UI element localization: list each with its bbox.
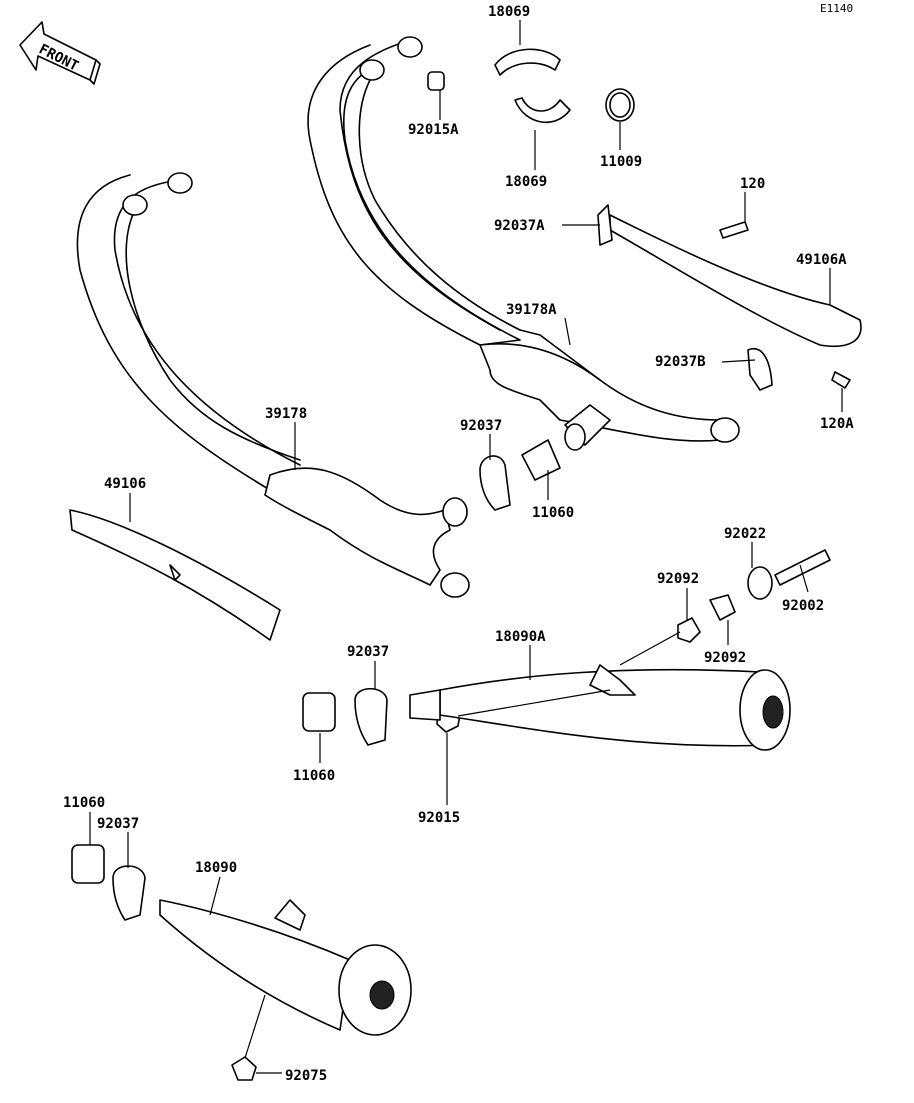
header-pipe-39178A	[307, 36, 740, 451]
part-label: 120	[740, 176, 765, 192]
header-pipe-39178	[76, 172, 470, 598]
cap-92075	[231, 1056, 257, 1081]
diagram-code: E1140	[820, 2, 853, 15]
clamp-92037	[479, 455, 511, 511]
clamp-92037-mid	[354, 687, 388, 746]
gasket-11060-mid	[302, 692, 336, 732]
part-label: 120A	[820, 416, 854, 432]
part-label: 92037A	[494, 218, 545, 234]
part-label: 92015	[418, 810, 460, 826]
part-label: 92037	[460, 418, 502, 434]
part-label: 11060	[532, 505, 574, 521]
damper-92092-b	[709, 594, 736, 621]
part-label: 18090	[195, 860, 237, 876]
gasket-92015A	[427, 71, 445, 91]
part-label: 92092	[657, 571, 699, 587]
part-label: 92037B	[655, 354, 706, 370]
gasket-11060	[521, 439, 561, 481]
bolt-120A	[831, 371, 851, 389]
clamp-18069-bottom	[514, 97, 571, 124]
heat-guard-49106A	[609, 214, 862, 347]
part-label: 49106A	[796, 252, 847, 268]
part-label: 18090A	[495, 629, 546, 645]
washer-92022	[747, 566, 773, 600]
part-label: 11009	[600, 154, 642, 170]
muffler-18090A	[409, 664, 791, 751]
gasket-11060-low	[71, 844, 105, 884]
part-label: 92022	[724, 526, 766, 542]
part-label: 92002	[782, 598, 824, 614]
part-label: 39178A	[506, 302, 557, 318]
part-label: 39178	[265, 406, 307, 422]
muffler-18090	[71, 844, 412, 1081]
part-label: 92092	[704, 650, 746, 666]
part-label: 92037	[347, 644, 389, 660]
bolt-92002	[774, 549, 831, 586]
leader-lines	[89, 20, 843, 1074]
damper-92092-a	[677, 617, 701, 643]
bolt-120	[719, 221, 749, 239]
part-label: 49106	[104, 476, 146, 492]
heat-guard-49106	[69, 509, 281, 641]
clamp-18069-top	[494, 48, 561, 76]
bracket-92037B	[747, 348, 773, 391]
front-arrow-icon: FRONT	[19, 21, 101, 85]
part-label: 18069	[505, 174, 547, 190]
part-label: 92037	[97, 816, 139, 832]
clamp-92037-low	[112, 865, 146, 921]
part-label: 92075	[285, 1068, 327, 1084]
part-label: 11060	[293, 768, 335, 784]
part-label: 11060	[63, 795, 105, 811]
part-label: 92015A	[408, 122, 459, 138]
bracket-92037A	[597, 204, 613, 246]
part-label: 18069	[488, 4, 530, 20]
